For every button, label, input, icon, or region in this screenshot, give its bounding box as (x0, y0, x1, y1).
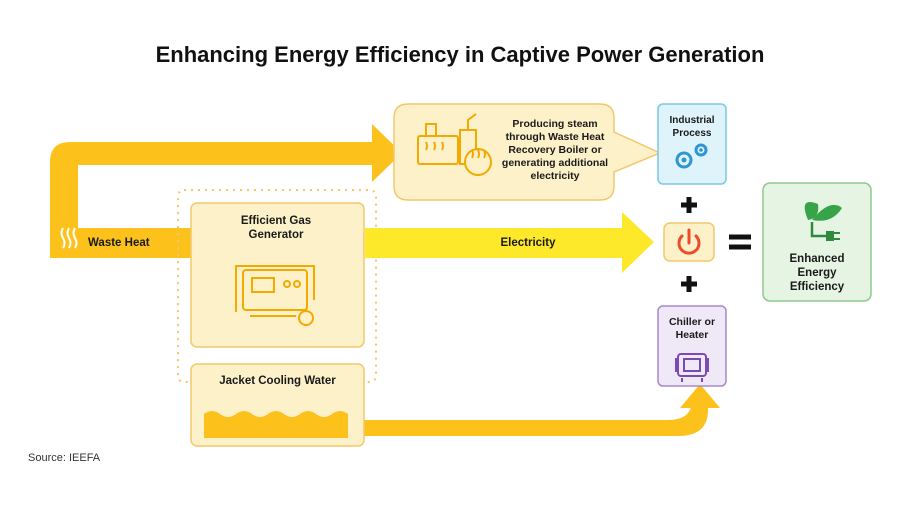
steam-box (393, 103, 662, 201)
equals-sign (729, 234, 751, 250)
waste-heat-label: Waste Heat (88, 237, 150, 249)
plus-sign-bottom (681, 276, 697, 292)
electricity-arrow (365, 212, 654, 273)
heat-waves-icon (60, 227, 78, 249)
water-waves-icon (204, 411, 348, 438)
source-note: Source: IEEFA (28, 452, 101, 464)
waste-heat-upper-arrow (50, 124, 402, 258)
jacket-water-label: Jacket Cooling Water (219, 375, 336, 387)
power-icon (677, 228, 701, 255)
page-title: Enhancing Energy Efficiency in Captive P… (155, 42, 765, 67)
electricity-label: Electricity (500, 237, 556, 249)
gears-icon (675, 143, 708, 169)
chiller-label: Chiller or Heater (668, 316, 716, 341)
jacket-water-arrow (345, 384, 720, 436)
leaf-plug-icon (804, 202, 842, 241)
enhanced-efficiency-label: Enhanced Energy Efficiency (789, 253, 845, 293)
industrial-process-box (657, 103, 727, 185)
boiler-icon (417, 113, 492, 176)
generator-icon (235, 265, 315, 326)
plus-sign-top (681, 197, 697, 213)
enhanced-efficiency-box (762, 182, 872, 302)
industrial-process-label: Industrial Process (669, 115, 715, 139)
gas-generator-box (190, 202, 365, 348)
chiller-icon (675, 353, 709, 382)
steam-label: Producing steam through Waste Heat Recov… (501, 118, 609, 182)
gas-generator-label: Efficient Gas Generator (240, 215, 312, 241)
